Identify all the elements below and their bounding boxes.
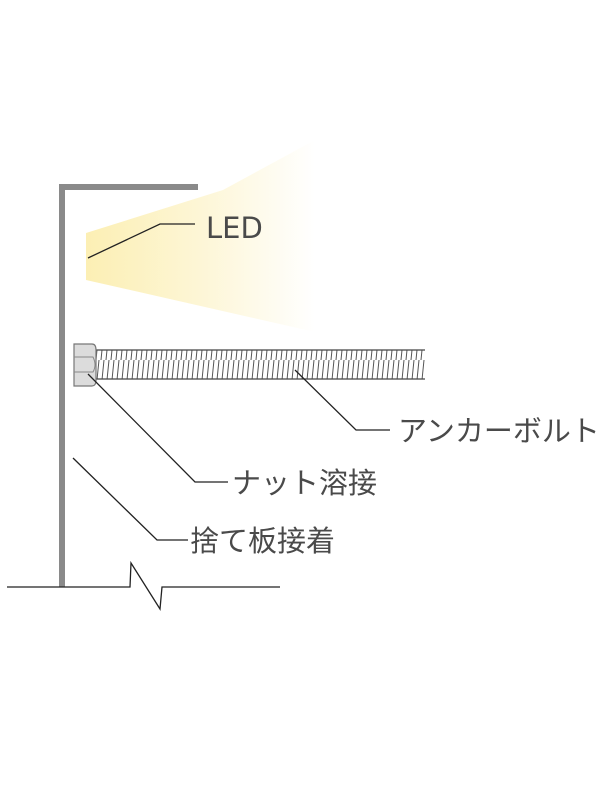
anchor-bolt-leader-line xyxy=(294,369,390,431)
wall-frame xyxy=(59,184,198,587)
led-label: LED xyxy=(206,211,263,245)
anchor-bolt-label: アンカーボルト xyxy=(398,414,600,448)
nut-weld-label: ナット溶接 xyxy=(232,466,377,500)
nut-weld-leader-line xyxy=(87,373,228,483)
led-leader-line xyxy=(87,223,195,259)
plate-bond-label: 捨て板接着 xyxy=(190,524,335,558)
ground-break-line xyxy=(7,560,280,611)
light-beam xyxy=(86,140,315,332)
anchor-bolt xyxy=(95,349,425,380)
nut xyxy=(73,343,97,387)
plate-bond-leader-line xyxy=(72,457,188,541)
